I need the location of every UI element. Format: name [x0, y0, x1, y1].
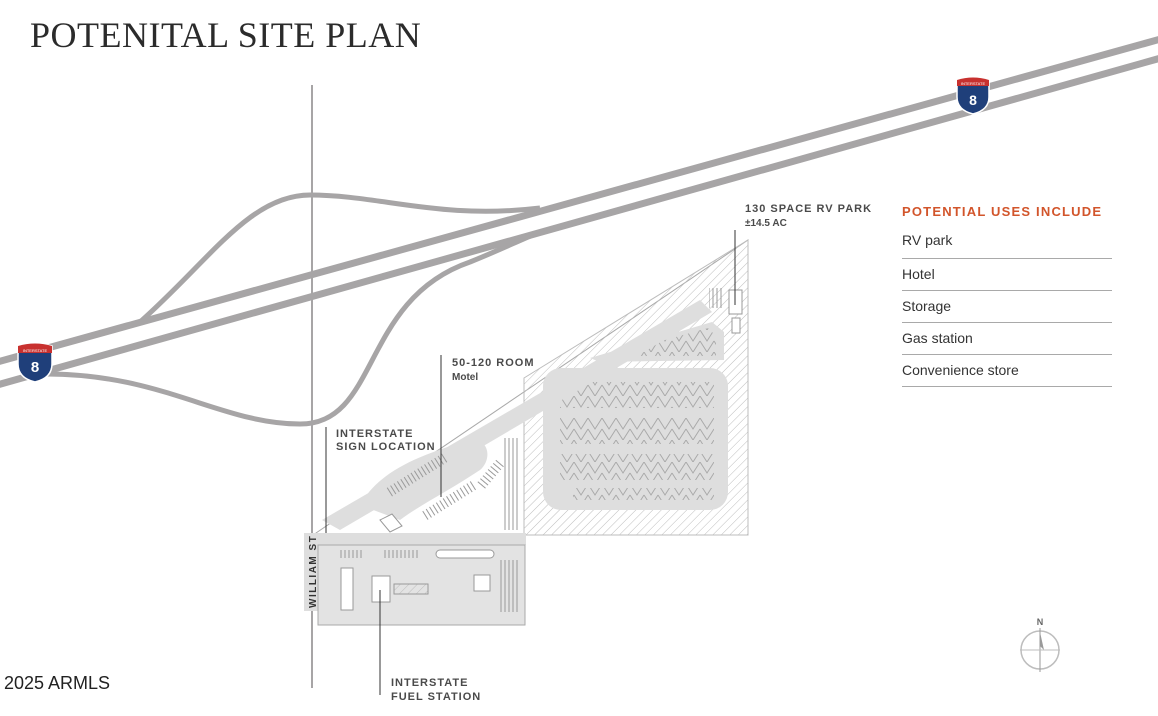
potential-uses-list: RV park Hotel Storage Gas station Conven…	[902, 229, 1112, 387]
william-st-road	[304, 533, 318, 611]
william-st-label: WILLIAM ST	[308, 535, 319, 608]
list-item: Convenience store	[902, 355, 1112, 387]
motel-site	[360, 438, 518, 533]
fuel-station-label-line2: FUEL STATION	[391, 691, 482, 703]
interstate-shield-icon: INTERSTATE 8	[956, 76, 990, 115]
rv-park-area-label: ±14.5 AC	[745, 218, 787, 229]
potential-uses-panel: POTENTIAL USES INCLUDE RV park Hotel Sto…	[902, 204, 1112, 387]
list-item: Gas station	[902, 323, 1112, 355]
shield-number: 8	[969, 92, 977, 108]
list-item: Storage	[902, 291, 1112, 323]
page-title: POTENITAL SITE PLAN	[30, 15, 422, 55]
rv-park-roads	[543, 288, 743, 510]
fuel-station-parcel	[317, 544, 526, 626]
sign-location-label-line1: INTERSTATE	[336, 428, 414, 440]
shield-banner: INTERSTATE	[961, 81, 986, 86]
potential-uses-heading: POTENTIAL USES INCLUDE	[902, 204, 1103, 219]
compass-north-icon: N	[1020, 617, 1060, 672]
sign-location-label-line2: SIGN LOCATION	[336, 441, 436, 453]
copyright-watermark: 2025 ARMLS	[4, 673, 111, 693]
fuel-station-label-line1: INTERSTATE	[391, 677, 469, 689]
shield-number: 8	[31, 359, 39, 376]
motel-rooms-label: 50-120 ROOM	[452, 357, 535, 369]
list-item: Hotel	[902, 259, 1112, 291]
motel-label: Motel	[452, 372, 479, 383]
shield-banner: INTERSTATE	[23, 348, 48, 353]
list-item: RV park	[902, 229, 1112, 259]
leader-lines	[325, 230, 736, 695]
interstate-shield-icon: INTERSTATE 8	[17, 342, 53, 383]
rv-park-label: 130 SPACE RV PARK	[745, 203, 873, 215]
street-band	[304, 533, 526, 545]
compass-north-label: N	[1037, 617, 1044, 627]
interchange-ramps	[39, 192, 541, 427]
